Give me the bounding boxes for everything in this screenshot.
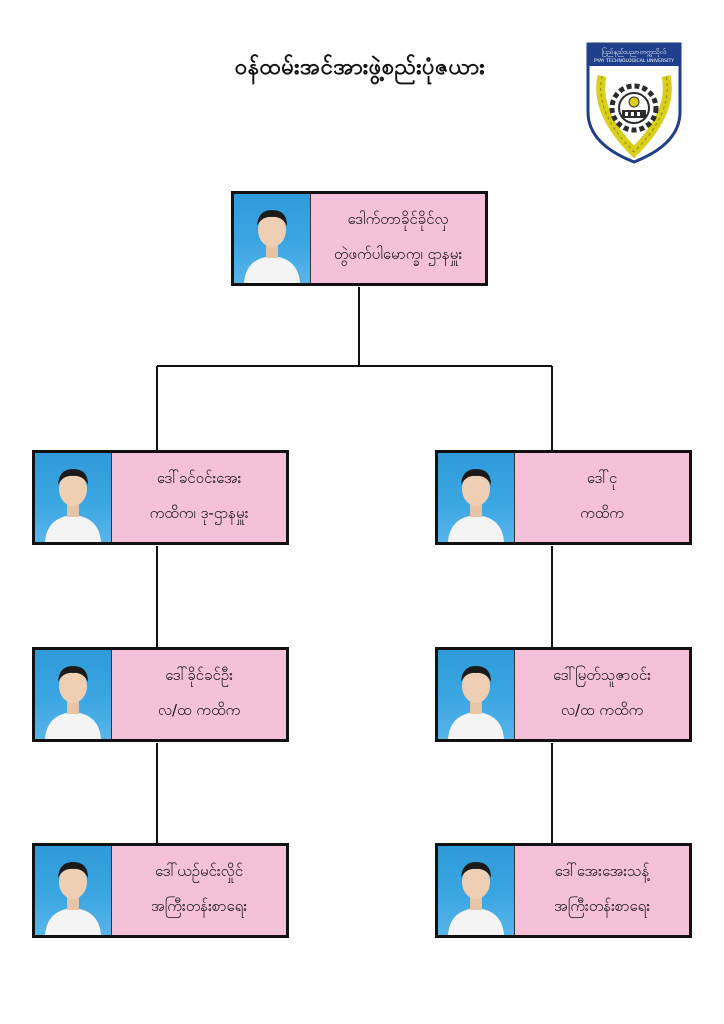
person-photo: [438, 650, 515, 739]
person-name: ဒေါ်မြတ်သူဇာဝင်း: [553, 666, 651, 685]
person-name: ဒေါ်အေးအေးသန့်: [554, 862, 650, 881]
org-node-left-3: ဒေါ်ယဉ်မင်းလှိုင် အကြီးတန်းစာရေး: [32, 843, 289, 938]
person-name: ဒေါ်ခင်ဝင်းအေး: [156, 469, 242, 488]
person-photo: [438, 846, 515, 935]
person-role: အကြီးတန်းစာရေး: [150, 896, 248, 915]
person-role: အကြီးတန်းစာရေး: [553, 896, 651, 915]
node-text: ဒေါ်ယဉ်မင်းလှိုင် အကြီးတန်းစာရေး: [112, 846, 286, 935]
person-name: ဒေါက်တာခိုင်ခိုင်လှ: [347, 210, 449, 229]
person-role: လ/ထ ကထိက: [157, 700, 241, 719]
person-role: လ/ထ ကထိက: [560, 700, 644, 719]
node-text: ဒေါ်မြတ်သူဇာဝင်း လ/ထ ကထိက: [515, 650, 689, 739]
person-role: ကထိက၊ ဒု-ဌာနမှူး: [149, 503, 249, 522]
person-photo: [438, 453, 515, 542]
person-photo: [35, 650, 112, 739]
university-logo: ပြည်နည်းပညာတက္ကသိုလ် PYAY TECHNOLOGICAL …: [586, 42, 682, 164]
person-name: ဒေါ်ယဉ်မင်းလှိုင်: [154, 862, 244, 881]
org-node-right-2: ဒေါ်မြတ်သူဇာဝင်း လ/ထ ကထိက: [435, 647, 692, 742]
node-text: ဒေါ်အေးအေးသန့် အကြီးတန်းစာရေး: [515, 846, 689, 935]
org-node-right-3: ဒေါ်အေးအေးသန့် အကြီးတန်းစာရေး: [435, 843, 692, 938]
node-text: ဒေါ်ခိုင်ခင်ဦး လ/ထ ကထိက: [112, 650, 286, 739]
person-name: ဒေါ်ငု: [586, 469, 618, 488]
node-text: ဒေါ်ငု ကထိက: [515, 453, 689, 542]
person-role: ကထိက: [580, 503, 624, 522]
person-photo: [35, 453, 112, 542]
svg-text:PYAY TECHNOLOGICAL UNIVERSITY: PYAY TECHNOLOGICAL UNIVERSITY: [594, 58, 674, 64]
person-photo: [234, 194, 311, 283]
person-photo: [35, 846, 112, 935]
node-text: ဒေါက်တာခိုင်ခိုင်လှ တွဲဖက်ပါမောက္ခ၊ ဌာနမ…: [311, 194, 485, 283]
org-node-head: ဒေါက်တာခိုင်ခိုင်လှ တွဲဖက်ပါမောက္ခ၊ ဌာနမ…: [231, 191, 488, 286]
svg-text:ပြည်နည်းပညာတက္ကသိုလ်: ပြည်နည်းပညာတက္ကသိုလ်: [602, 47, 667, 57]
org-node-left-2: ဒေါ်ခိုင်ခင်ဦး လ/ထ ကထိက: [32, 647, 289, 742]
chart-title: ဝန်ထမ်းအင်အားဖွဲ့စည်းပုံဇယား: [234, 55, 486, 80]
org-node-left-1: ဒေါ်ခင်ဝင်းအေး ကထိက၊ ဒု-ဌာနမှူး: [32, 450, 289, 545]
node-text: ဒေါ်ခင်ဝင်းအေး ကထိက၊ ဒု-ဌာနမှူး: [112, 453, 286, 542]
person-name: ဒေါ်ခိုင်ခင်ဦး: [165, 666, 233, 685]
person-role: တွဲဖက်ပါမောက္ခ၊ ဌာနမှူး: [333, 244, 463, 263]
org-node-right-1: ဒေါ်ငု ကထိက: [435, 450, 692, 545]
